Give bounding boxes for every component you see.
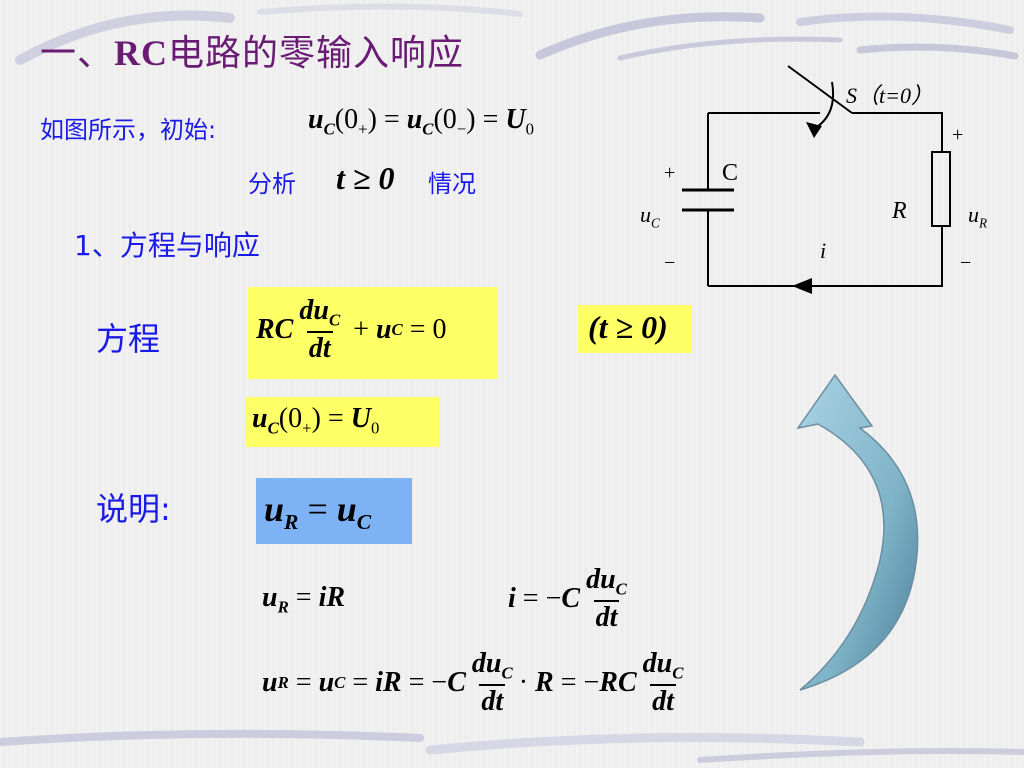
capacitor-voltage-label: uC bbox=[640, 202, 660, 231]
relation-text: uR = uC bbox=[264, 489, 372, 535]
resistor-label: R bbox=[892, 198, 907, 224]
initial-condition-box: uC(0+) = U0 bbox=[246, 397, 440, 447]
capacitor-minus-sign: − bbox=[664, 252, 676, 274]
analysis-suffix: 情况 bbox=[428, 170, 476, 198]
analysis-condition: t ≥ 0 bbox=[336, 160, 395, 196]
page-title: 一、RC电路的零输入响应 bbox=[40, 24, 464, 76]
intro-text: 如图所示，初始: bbox=[40, 116, 217, 144]
condition-text: (t ≥ 0) bbox=[588, 309, 668, 345]
ohm-law-equation: uR = iR bbox=[262, 582, 346, 617]
capacitor-plus-sign: + bbox=[664, 162, 676, 184]
condition-box: (t ≥ 0) bbox=[578, 305, 692, 353]
capacitor-label: C bbox=[722, 160, 739, 186]
resistor-minus-sign: − bbox=[960, 252, 972, 274]
initial-condition: uC(0+) = U0 bbox=[252, 403, 380, 438]
rc-circuit-diagram bbox=[682, 65, 951, 294]
current-label: i bbox=[820, 238, 827, 263]
title-rest: 电路的零输入响应 bbox=[168, 33, 465, 74]
title-prefix: 一、 bbox=[40, 33, 115, 74]
equation-label: 方程 bbox=[96, 320, 161, 358]
analysis-label: 分析 bbox=[248, 170, 296, 198]
explanation-label: 说明: bbox=[96, 490, 171, 528]
relation-box: uR = uC bbox=[256, 478, 412, 544]
intro-equation: uC(0+) = uC(0−) = U0 bbox=[308, 104, 535, 139]
switch-label: S（t=0） bbox=[846, 83, 933, 108]
resistor-voltage-label: uR bbox=[968, 202, 988, 231]
resistor-plus-sign: + bbox=[952, 124, 964, 146]
title-latin: RC bbox=[114, 33, 169, 73]
section-heading: 1、方程与响应 bbox=[74, 229, 260, 262]
